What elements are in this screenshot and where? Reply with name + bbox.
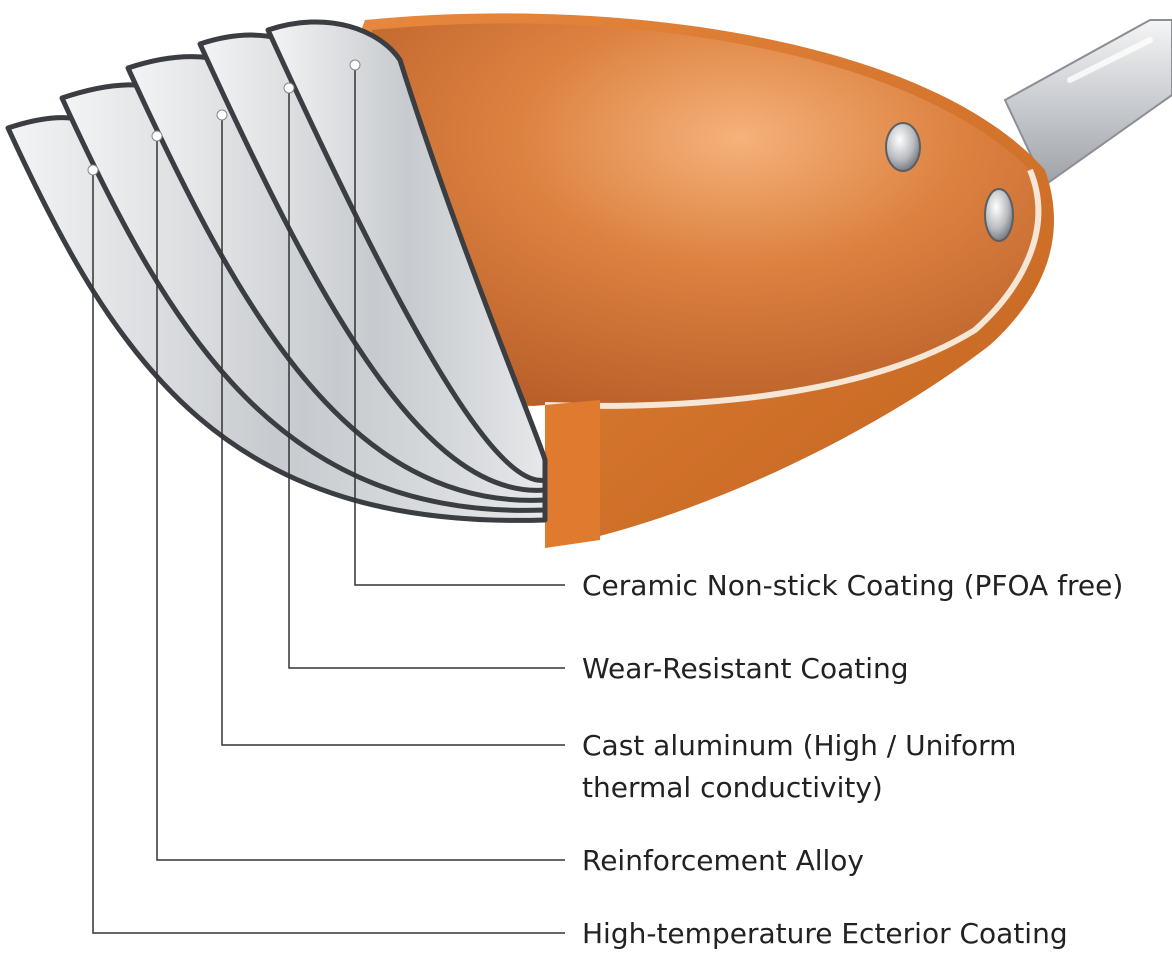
leader-line — [354, 65, 565, 586]
layer-label: Reinforcement Alloy — [582, 844, 864, 877]
leader-lines — [87, 59, 565, 934]
leader-line — [92, 170, 565, 934]
leader-dot — [283, 82, 295, 94]
leader-dot — [216, 109, 228, 121]
leader-dot — [349, 59, 361, 71]
pan-cut-edge — [545, 400, 600, 548]
leader-dot — [87, 164, 99, 176]
pan-interior — [372, 23, 1039, 406]
rivet-icon — [885, 122, 1014, 242]
peeled-layers — [5, 19, 548, 523]
layer-label: Wear-Resistant Coating — [582, 652, 909, 685]
layer-label: Cast aluminum (High / Uniform — [582, 729, 1016, 762]
peeled-layer-shape — [265, 19, 548, 483]
leader-dot — [151, 130, 163, 142]
layer-label: High-temperature Ecterior Coating — [582, 917, 1068, 950]
leader-line — [156, 136, 565, 861]
layer-label: thermal conductivity) — [582, 771, 883, 804]
leader-line — [288, 88, 565, 669]
layer-label: Ceramic Non-stick Coating (PFOA free) — [582, 569, 1123, 602]
layer-labels: Ceramic Non-stick Coating (PFOA free) Wea… — [582, 569, 1123, 950]
leader-line — [221, 115, 565, 746]
pan-rim — [544, 168, 1042, 409]
